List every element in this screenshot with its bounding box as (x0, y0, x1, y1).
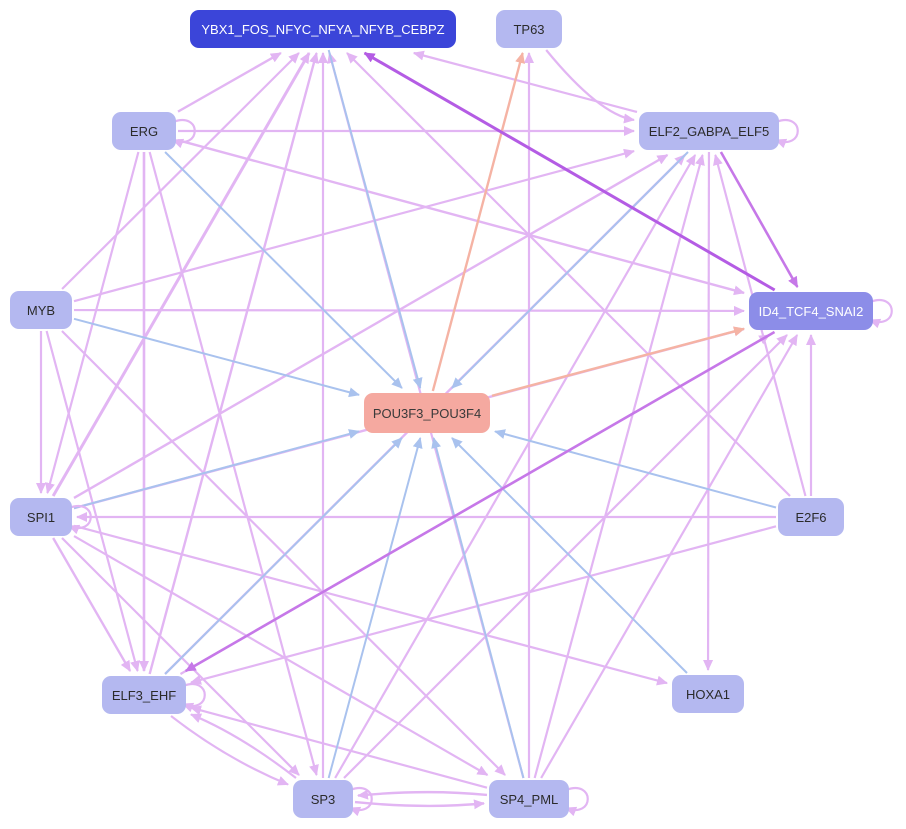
self-loop-ERG (172, 119, 196, 149)
edge-SPI1-SP3 (61, 537, 300, 776)
self-loop-ELF3 (182, 683, 206, 713)
edge-SP3-ELF2 (334, 154, 697, 779)
edge-SP3-POU3F3 (327, 437, 423, 779)
edge-SP4-ELF2 (533, 154, 705, 779)
edge-SP3-ID4 (343, 334, 788, 779)
edge-SP4-SP3 (357, 789, 488, 800)
edge-ERG-SPI1 (45, 151, 140, 494)
edge-ELF3-SP3 (170, 715, 289, 786)
edge-SP4-POU3F3 (431, 437, 525, 779)
edge-ERG-POU3F3 (164, 151, 403, 389)
self-loop-SPI1 (68, 505, 92, 535)
node-MYB[interactable]: MYB (10, 291, 72, 329)
edge-E2F6-ELF3 (190, 525, 777, 685)
self-loop-SP3 (349, 787, 373, 817)
edge-ELF2-YBX1 (412, 50, 638, 114)
edge-ID4-YBX1 (363, 51, 776, 292)
edge-ELF3-POU3F3 (164, 437, 403, 675)
edge-POU3F3-TP63 (431, 52, 525, 392)
edge-SP3-ELF3 (190, 713, 297, 779)
self-loop-ELF2 (775, 119, 799, 149)
node-TP63[interactable]: TP63 (496, 10, 562, 48)
edge-YBX1-POU3F3 (327, 49, 423, 389)
edge-SPI1-POU3F3 (73, 429, 360, 510)
edge-TP63-ELF2 (545, 49, 635, 124)
edge-MYB-YBX1 (61, 52, 300, 290)
edge-ID4-ELF3 (184, 330, 776, 673)
edge-SPI1-YBX1 (51, 52, 311, 497)
edge-ELF3-YBX1 (148, 52, 319, 675)
edge-MYB-POU3F3 (73, 317, 360, 398)
self-loop-SP4 (565, 787, 589, 817)
edge-ELF2-HOXA1 (703, 151, 714, 671)
node-HOXA1[interactable]: HOXA1 (672, 675, 744, 713)
node-SP3[interactable]: SP3 (293, 780, 353, 818)
node-YBX1[interactable]: YBX1_FOS_NFYC_NFYA_NFYB_CEBPZ (190, 10, 456, 48)
node-SP4[interactable]: SP4_PML (489, 780, 569, 818)
node-POU3F3[interactable]: POU3F3_POU3F4 (364, 393, 490, 433)
edge-MYB-ID4 (73, 305, 745, 316)
edge-E2F6-POU3F3 (494, 429, 777, 509)
edge-ERG-ID4 (177, 139, 745, 296)
edge-SP4-ID4 (540, 334, 799, 779)
edge-ELF2-POU3F3 (451, 151, 689, 389)
edge-SPI1-ELF3 (52, 537, 132, 672)
node-ERG[interactable]: ERG (112, 112, 176, 150)
node-ELF2[interactable]: ELF2_GABPA_ELF5 (639, 112, 779, 150)
edge-MYB-ELF3 (45, 330, 140, 672)
edge-ERG-YBX1 (177, 51, 282, 113)
edge-MYB-ELF2 (73, 148, 635, 303)
node-E2F6[interactable]: E2F6 (778, 498, 844, 536)
edge-SP4-ELF3 (190, 705, 488, 789)
edge-SPI1-SP4 (73, 535, 489, 776)
node-SPI1[interactable]: SPI1 (10, 498, 72, 536)
edge-E2F6-YBX1 (346, 52, 791, 497)
node-ELF3[interactable]: ELF3_EHF (102, 676, 186, 714)
edge-ERG-SP3 (148, 151, 319, 776)
edge-MYB-SP4 (61, 330, 506, 776)
edge-SP3-SP4 (354, 799, 485, 810)
node-ID4[interactable]: ID4_TCF4_SNAI2 (749, 292, 873, 330)
edge-POU3F3-ID4 (491, 326, 745, 397)
edge-HOXA1-POU3F3 (451, 437, 688, 674)
edge-SPI1-HOXA1 (73, 524, 668, 686)
self-loop-ID4 (869, 299, 893, 329)
edge-ELF2-ID4 (719, 151, 799, 288)
